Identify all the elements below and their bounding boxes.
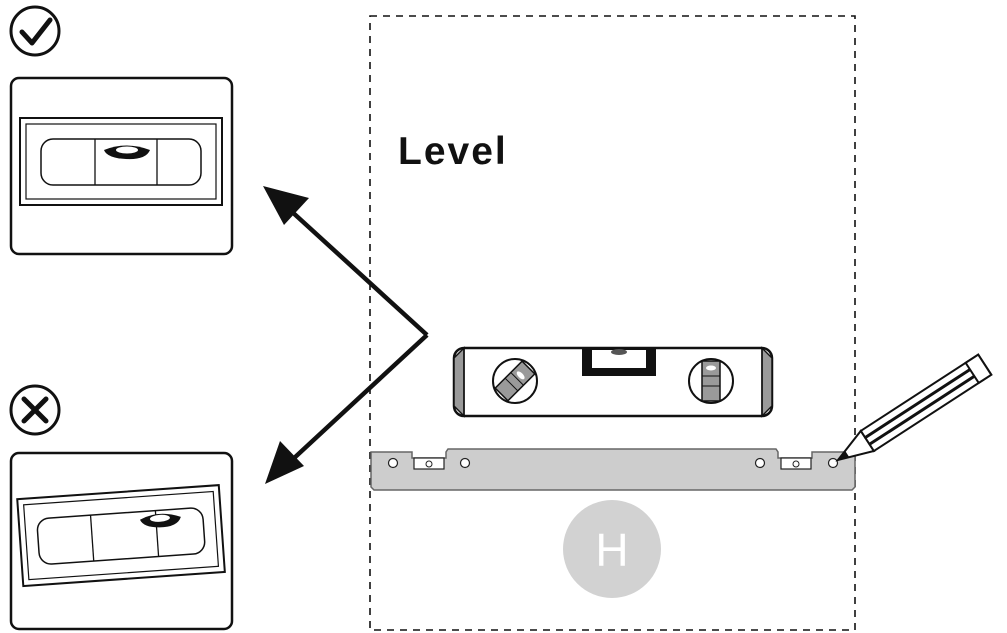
bracket-hole	[827, 457, 839, 469]
part-h-badge: H	[563, 500, 661, 598]
x-circle-icon	[9, 384, 61, 436]
mounting-bracket	[370, 448, 856, 491]
vial-frame-outer-tilted	[16, 484, 226, 588]
badge-label: H	[595, 524, 628, 576]
angle-vial-left	[492, 358, 538, 404]
arrow-to-correct	[263, 186, 429, 337]
bracket-hole	[387, 457, 399, 469]
arrow-to-incorrect	[265, 333, 429, 484]
level-incorrect-panel	[9, 451, 234, 631]
check-circle-icon	[9, 5, 61, 57]
level-vial	[40, 138, 202, 186]
title-label: Level	[398, 130, 508, 173]
bracket-hole	[754, 457, 766, 469]
vial-frame-outer	[19, 117, 223, 206]
plumb-vial-right	[688, 358, 734, 404]
pencil-icon	[835, 353, 993, 462]
spirit-level-tool	[452, 346, 774, 418]
bracket-hole	[459, 457, 471, 469]
wall-area-frame	[369, 15, 856, 631]
level-vial-tilted	[36, 507, 206, 565]
vial-frame-inner	[25, 123, 217, 200]
level-correct-panel	[9, 76, 234, 256]
